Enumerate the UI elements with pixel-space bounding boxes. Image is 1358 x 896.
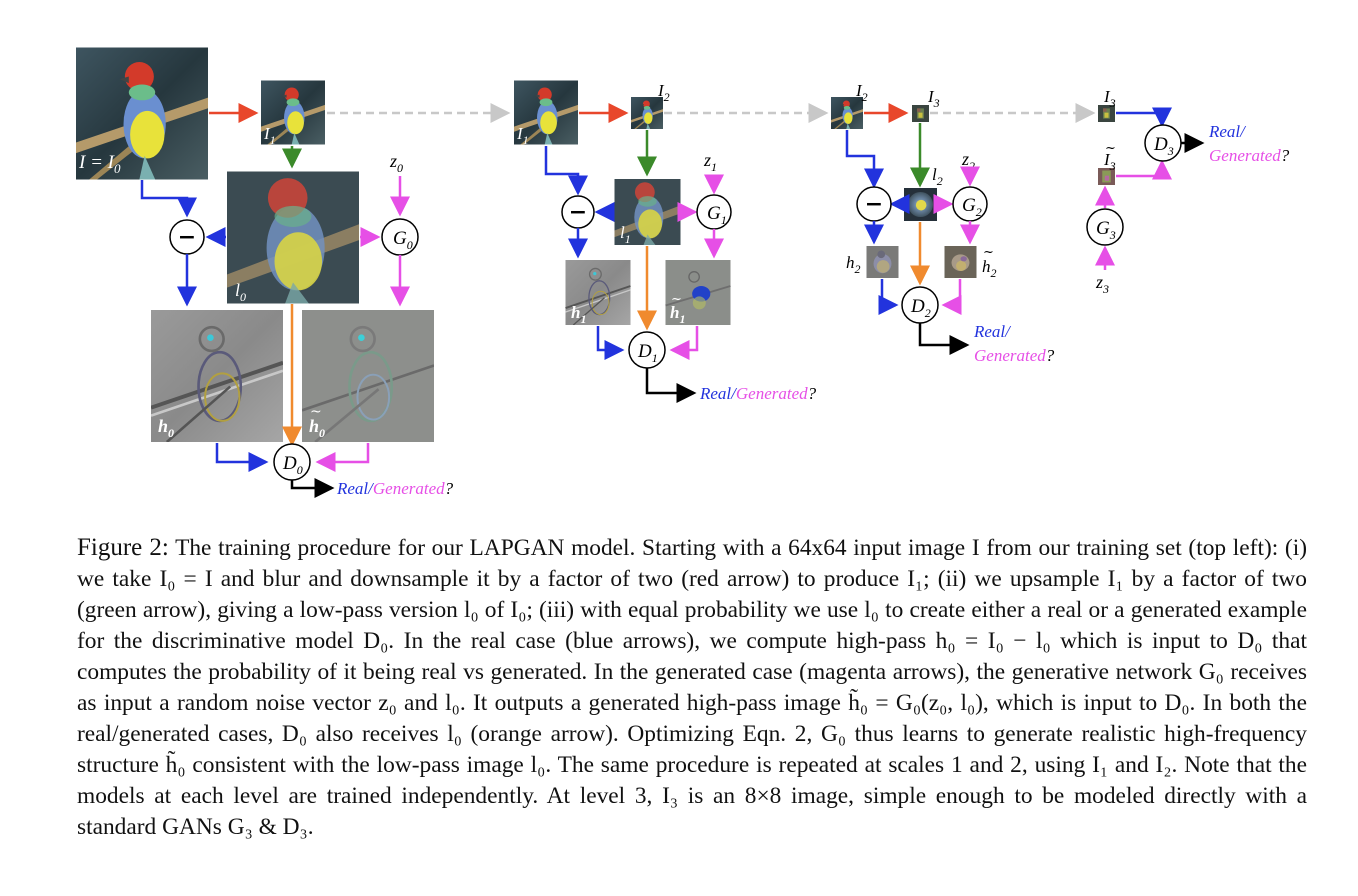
tilde-htilde0: ~ [310, 404, 322, 420]
blue-arrow-I3-to-D3 [1116, 107, 1172, 128]
blue-arrow-I0-to-minus [140, 180, 197, 218]
label-I3-level3: I3 [1103, 87, 1116, 110]
caption-label: Figure 2: [77, 534, 169, 561]
image-I3 [912, 105, 929, 122]
label-I-eq-I0: I = I0 [78, 152, 121, 176]
label-I1-level1: I1 [516, 124, 529, 147]
output-label-D3-generated: Generated? [1209, 146, 1290, 165]
label-htilde2: h2 [982, 257, 997, 280]
label-htilde0: h0 [309, 416, 325, 440]
label-h1: h1 [571, 303, 586, 326]
generator-node-G3 [1086, 208, 1124, 246]
lapgan-diagram: I = I0 I1 l0 − z0 G0 h0 h0 ~ D0 Real/Gen… [76, 47, 1290, 498]
lowpass-image-l0 [227, 171, 359, 304]
label-z3: z3 [1095, 272, 1109, 296]
label-I3tilde: I3 [1103, 150, 1116, 173]
label-l0: l0 [235, 280, 246, 304]
output-label-D3-real: Real/ [1208, 122, 1247, 141]
figure-caption: Figure 2: The training procedure for our… [77, 532, 1307, 843]
label-z2: z2 [961, 149, 975, 173]
label-I2: I2 [657, 81, 670, 104]
highpass-image-h2 [866, 246, 899, 278]
black-arrow-D1-output [645, 368, 697, 403]
output-label-D2-real: Real/ [973, 322, 1012, 341]
black-arrow-D0-output [290, 478, 335, 498]
label-h2: h2 [846, 253, 861, 276]
label-I2-level2: I2 [855, 81, 868, 104]
label-I3: I3 [927, 87, 940, 110]
label-l1: l1 [620, 223, 631, 246]
image-I2-level2 [831, 97, 863, 129]
label-G0: G0 [393, 228, 413, 252]
output-label-D1: Real/Generated? [699, 384, 817, 403]
blue-arrow-I1-to-minus [544, 146, 588, 196]
label-D1: D1 [637, 341, 658, 365]
generated-highpass-image-htilde0 [302, 310, 434, 442]
label-htilde1: h1 [670, 303, 685, 326]
magenta-arrow-htilde0-to-D0 [315, 443, 370, 472]
label-l2: l2 [932, 165, 943, 188]
label-h0: h0 [158, 416, 174, 440]
lowpass-image-l2 [904, 188, 937, 221]
blue-arrow-I2-to-minus [845, 130, 884, 189]
tilde-I3tilde: ~ [1105, 141, 1116, 156]
label-I1: I1 [263, 124, 276, 147]
generated-highpass-image-htilde2 [944, 246, 977, 278]
magenta-arrow-I3tilde-to-D3 [1116, 159, 1172, 180]
output-label-D2-generated: Generated? [974, 346, 1055, 365]
blue-arrow-h1-to-D1 [596, 326, 625, 360]
label-D2: D2 [910, 296, 931, 320]
output-label-D0: Real/Generated? [336, 479, 454, 498]
highpass-image-h0 [151, 310, 283, 442]
magenta-arrow-htilde2-to-D2 [941, 279, 962, 315]
image-I2 [631, 97, 663, 129]
caption-text: Figure 2: The training procedure for our… [77, 532, 1307, 843]
label-D3: D3 [1153, 134, 1174, 158]
label-D0: D0 [282, 453, 303, 477]
minus-symbol-0: − [178, 224, 196, 250]
magenta-arrow-htilde1-to-D1 [669, 326, 699, 360]
blue-arrow-h2-to-D2 [878, 279, 899, 315]
minus-symbol-2: − [865, 191, 883, 217]
minus-symbol-1: − [569, 199, 587, 225]
tilde-htilde2: ~ [983, 245, 994, 260]
blue-arrow-h0-to-D0 [215, 443, 269, 472]
label-z1: z1 [703, 150, 717, 174]
caption-body: The training procedure for our LAPGAN mo… [77, 535, 1307, 840]
black-arrow-D2-output [918, 323, 970, 355]
tilde-htilde1: ~ [671, 292, 682, 307]
label-G2: G2 [962, 195, 982, 219]
label-z0: z0 [389, 151, 403, 175]
label-G3: G3 [1096, 218, 1116, 242]
label-G1: G1 [707, 203, 727, 227]
